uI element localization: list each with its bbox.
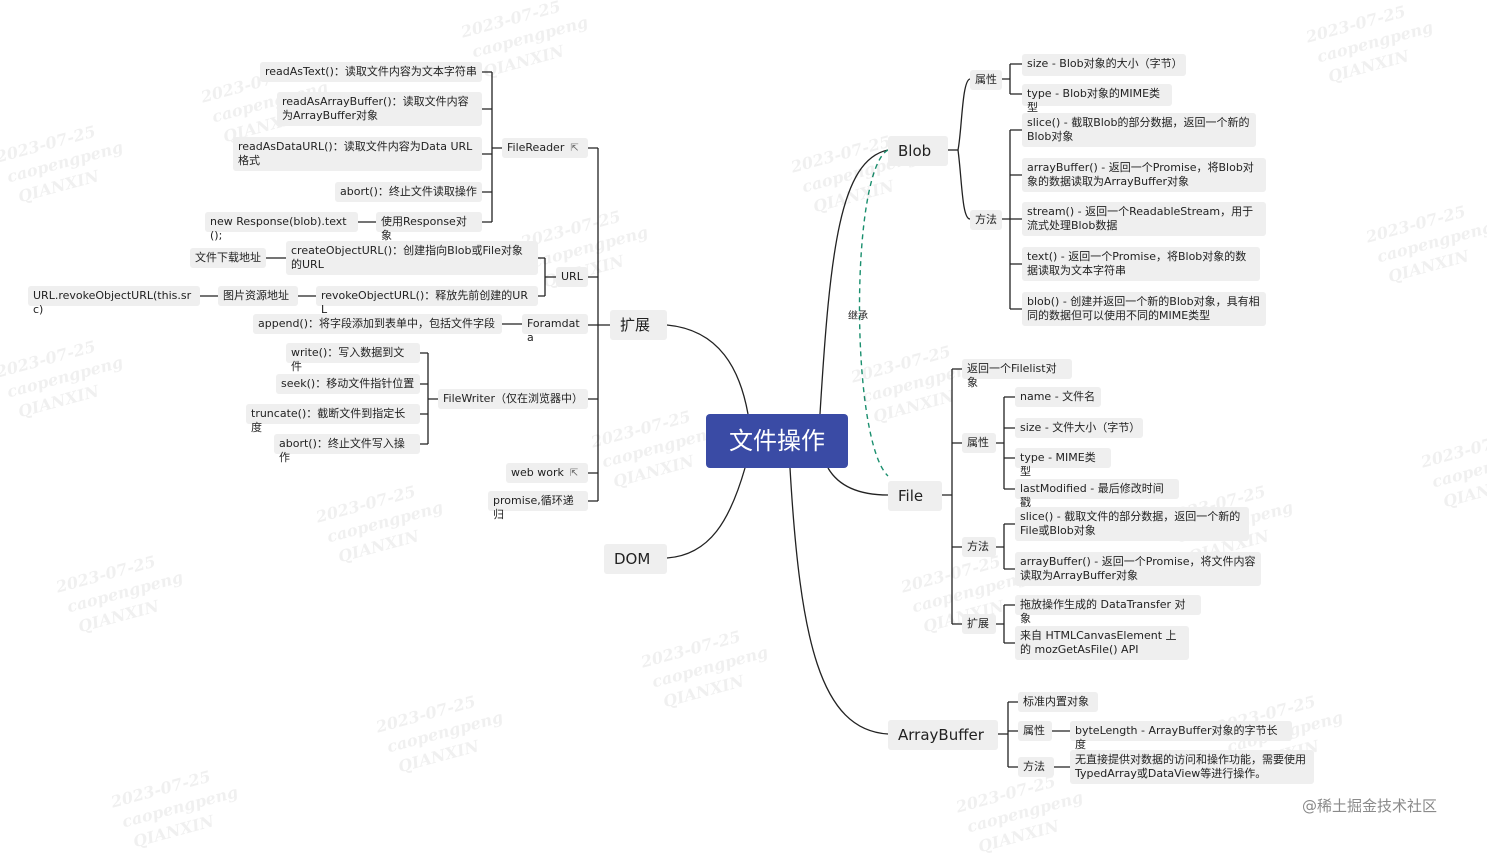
arraybuffer-std[interactable]: 标准内置对象 — [1018, 692, 1098, 712]
file-ext-label[interactable]: 扩展 — [962, 614, 996, 634]
url-image-address[interactable]: 图片资源地址 — [218, 286, 298, 306]
filereader-node[interactable]: FileReader ⇱ — [502, 138, 588, 158]
footer-credit: @稀土掘金技术社区 — [1302, 797, 1438, 815]
filewriter-abort[interactable]: abort()：终止文件写入操作 — [274, 434, 420, 464]
promise-node[interactable]: promise,循环递归 — [488, 491, 588, 521]
filewriter-write[interactable]: write()：写入数据到文件 — [286, 343, 420, 373]
file-prop-type[interactable]: type - MIME类型 — [1015, 448, 1111, 478]
arraybuffer-props-label[interactable]: 属性 — [1018, 721, 1052, 741]
filereader-abort[interactable]: abort()：终止文件读取操作 — [335, 182, 482, 202]
file-node[interactable]: File — [888, 481, 942, 511]
blob-node[interactable]: Blob — [888, 136, 948, 166]
filewriter-seek[interactable]: seek()：移动文件指针位置 — [276, 374, 420, 394]
blob-method-stream[interactable]: stream() - 返回一个ReadableStream，用于流式处理Blob… — [1022, 202, 1266, 236]
blob-method-text[interactable]: text() - 返回一个Promise，将Blob对象的数据读取为文本字符串 — [1022, 247, 1260, 281]
webwork-label: web work — [511, 466, 564, 479]
formdata-append[interactable]: append()：将字段添加到表单中，包括文件字段 — [253, 314, 502, 334]
file-props-label[interactable]: 属性 — [962, 433, 996, 453]
filewriter-node[interactable]: FileWriter（仅在浏览器中） — [438, 389, 588, 409]
file-prop-name[interactable]: name - 文件名 — [1015, 387, 1101, 407]
external-link-icon[interactable]: ⇱ — [569, 468, 579, 479]
arraybuffer-prop-bytelength[interactable]: byteLength - ArrayBuffer对象的字节长度 — [1070, 721, 1292, 751]
blob-props-label[interactable]: 属性 — [970, 70, 1002, 90]
inherit-edge-label: 继承 — [848, 311, 868, 322]
filereader-readastext[interactable]: readAsText()：读取文件内容为文本字符串 — [260, 62, 482, 82]
file-method-arraybuffer[interactable]: arrayBuffer() - 返回一个Promise，将文件内容读取为Arra… — [1015, 552, 1261, 586]
arraybuffer-method-note[interactable]: 无直接提供对数据的访问和操作功能，需要使用TypedArray或DataView… — [1070, 750, 1314, 784]
filereader-label: FileReader — [507, 141, 565, 154]
formdata-node[interactable]: Foramdata — [522, 314, 588, 344]
blob-prop-size[interactable]: size - Blob对象的大小（字节） — [1022, 54, 1186, 76]
filereader-readasdataurl[interactable]: readAsDataURL()：读取文件内容为Data URL格式 — [233, 137, 482, 171]
file-returns-filelist[interactable]: 返回一个Filelist对象 — [962, 359, 1072, 389]
blob-prop-type[interactable]: type - Blob对象的MIME类型 — [1022, 84, 1172, 114]
file-ext-mozgetasfile[interactable]: 来自 HTMLCanvasElement 上的 mozGetAsFile() A… — [1015, 626, 1189, 660]
url-download-address[interactable]: 文件下载地址 — [190, 248, 266, 268]
file-method-slice[interactable]: slice() - 截取文件的部分数据，返回一个新的File或Blob对象 — [1015, 507, 1249, 541]
root-node[interactable]: 文件操作 — [706, 414, 848, 468]
dom-node[interactable]: DOM — [604, 544, 667, 574]
blob-methods-label[interactable]: 方法 — [970, 210, 1002, 230]
url-revoke-example[interactable]: URL.revokeObjectURL(this.src) — [28, 286, 200, 316]
file-prop-lastmodified[interactable]: lastModified - 最后修改时间戳 — [1015, 479, 1179, 509]
arraybuffer-methods-label[interactable]: 方法 — [1018, 757, 1054, 777]
arraybuffer-node[interactable]: ArrayBuffer — [888, 720, 998, 750]
mindmap-connectors — [200, 63, 1070, 768]
filereader-readasarraybuffer[interactable]: readAsArrayBuffer()：读取文件内容为ArrayBuffer对象 — [277, 92, 482, 126]
filereader-response[interactable]: 使用Response对象 — [376, 212, 482, 242]
ext-node[interactable]: 扩展 — [610, 310, 667, 340]
webwork-node[interactable]: web work ⇱ — [506, 463, 588, 483]
url-node[interactable]: URL — [556, 267, 588, 287]
filewriter-truncate[interactable]: truncate()：截断文件到指定长度 — [246, 404, 420, 434]
url-createobjecturl[interactable]: createObjectURL()：创建指向Blob或File对象的URL — [286, 241, 538, 275]
url-revokeobjecturl[interactable]: revokeObjectURL()：释放先前创建的URL — [316, 286, 538, 316]
blob-method-slice[interactable]: slice() - 截取Blob的部分数据，返回一个新的Blob对象 — [1022, 113, 1256, 147]
file-methods-label[interactable]: 方法 — [962, 537, 996, 557]
external-link-icon[interactable]: ⇱ — [570, 143, 579, 154]
blob-method-blob[interactable]: blob() - 创建并返回一个新的Blob对象，具有相同的数据但可以使用不同的… — [1022, 292, 1266, 326]
file-ext-datatransfer[interactable]: 拖放操作生成的 DataTransfer 对象 — [1015, 595, 1201, 625]
filereader-response-text[interactable]: new Response(blob).text(); — [205, 212, 358, 242]
file-prop-size[interactable]: size - 文件大小（字节） — [1015, 418, 1143, 438]
blob-method-arraybuffer[interactable]: arrayBuffer() - 返回一个Promise，将Blob对象的数据读取… — [1022, 158, 1266, 192]
